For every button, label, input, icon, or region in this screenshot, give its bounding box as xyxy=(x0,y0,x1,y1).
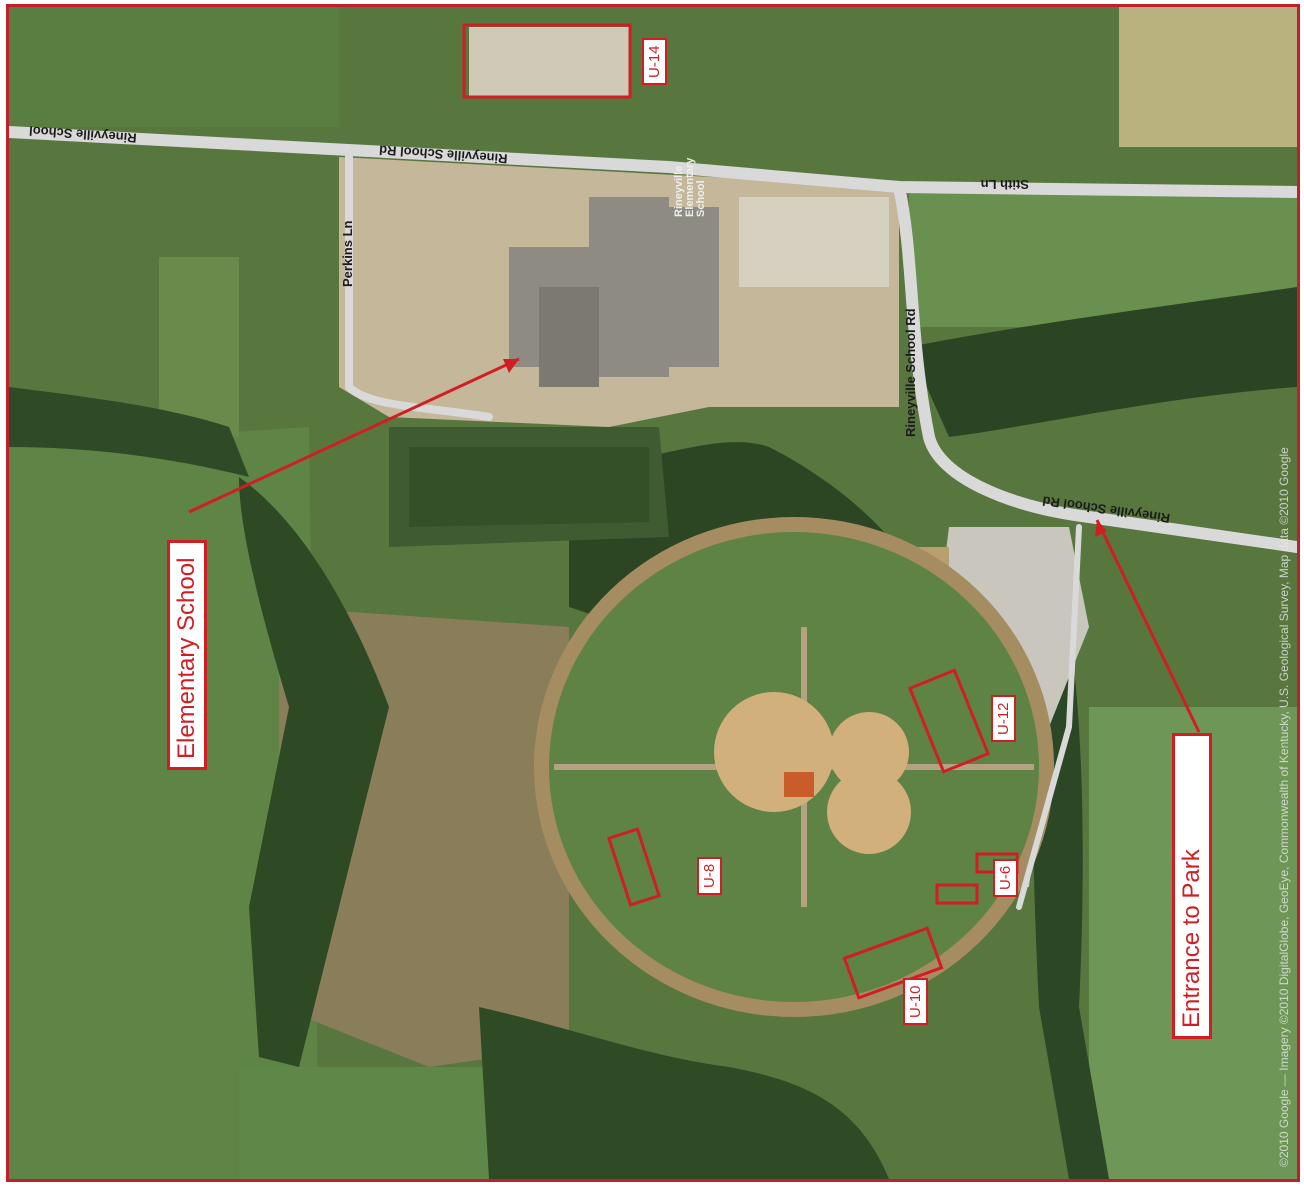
school-building xyxy=(509,197,719,387)
top-left-field xyxy=(9,7,339,127)
u8-marker xyxy=(607,827,661,907)
roads xyxy=(9,126,1297,910)
field-label-u8: U-8 xyxy=(697,856,722,895)
field-label-u6: U-6 xyxy=(993,858,1018,897)
map-copyright: ©2010 Google — Imagery ©2010 DigitalGlob… xyxy=(1277,447,1291,1167)
pond-water xyxy=(409,447,649,527)
entrance-arrowhead xyxy=(1095,520,1107,537)
field-label-u12: U-12 xyxy=(991,695,1016,742)
tree-line-south xyxy=(479,1007,889,1179)
field-label-u14: U-14 xyxy=(642,38,667,85)
road-label-perkins: Perkins Ln xyxy=(340,220,355,287)
callout-arrows xyxy=(188,357,1201,733)
tree-line-west xyxy=(239,477,389,1067)
lot-north xyxy=(469,27,629,97)
entrance-arrow xyxy=(1095,519,1201,733)
u10-marker xyxy=(842,926,944,1000)
u14-marker xyxy=(462,23,632,99)
infield-ne xyxy=(829,712,909,792)
crop-strip xyxy=(159,257,239,437)
school-lot-east xyxy=(739,197,889,287)
u6-marker-b xyxy=(935,883,979,905)
u12-marker xyxy=(907,668,991,774)
road-label-stith: Stith Ln xyxy=(980,177,1029,192)
school-arrowhead xyxy=(503,359,519,373)
infield-nw xyxy=(714,692,834,812)
field-label-u10: U-10 xyxy=(903,978,928,1025)
left-field xyxy=(9,427,319,1179)
infield-se xyxy=(827,770,911,854)
road-label-rineyville-vertical: Rineyville School Rd xyxy=(903,308,918,437)
tree-belt-right xyxy=(909,287,1297,437)
tree-line-left xyxy=(9,387,249,477)
field-markers xyxy=(462,23,1019,1000)
concession-stand xyxy=(784,772,814,797)
top-right-clearing xyxy=(1119,7,1297,147)
map-frame: Rineyville School Rd Rineyville School R… xyxy=(6,4,1300,1182)
school-arrow xyxy=(188,357,520,514)
school-name-label: Rineyville Elementary School xyxy=(673,157,707,217)
callout-elementary-school: Elementary School xyxy=(167,540,207,770)
aerial-map xyxy=(9,7,1297,1179)
callout-entrance-to-park: Entrance to Park xyxy=(1172,733,1212,1039)
